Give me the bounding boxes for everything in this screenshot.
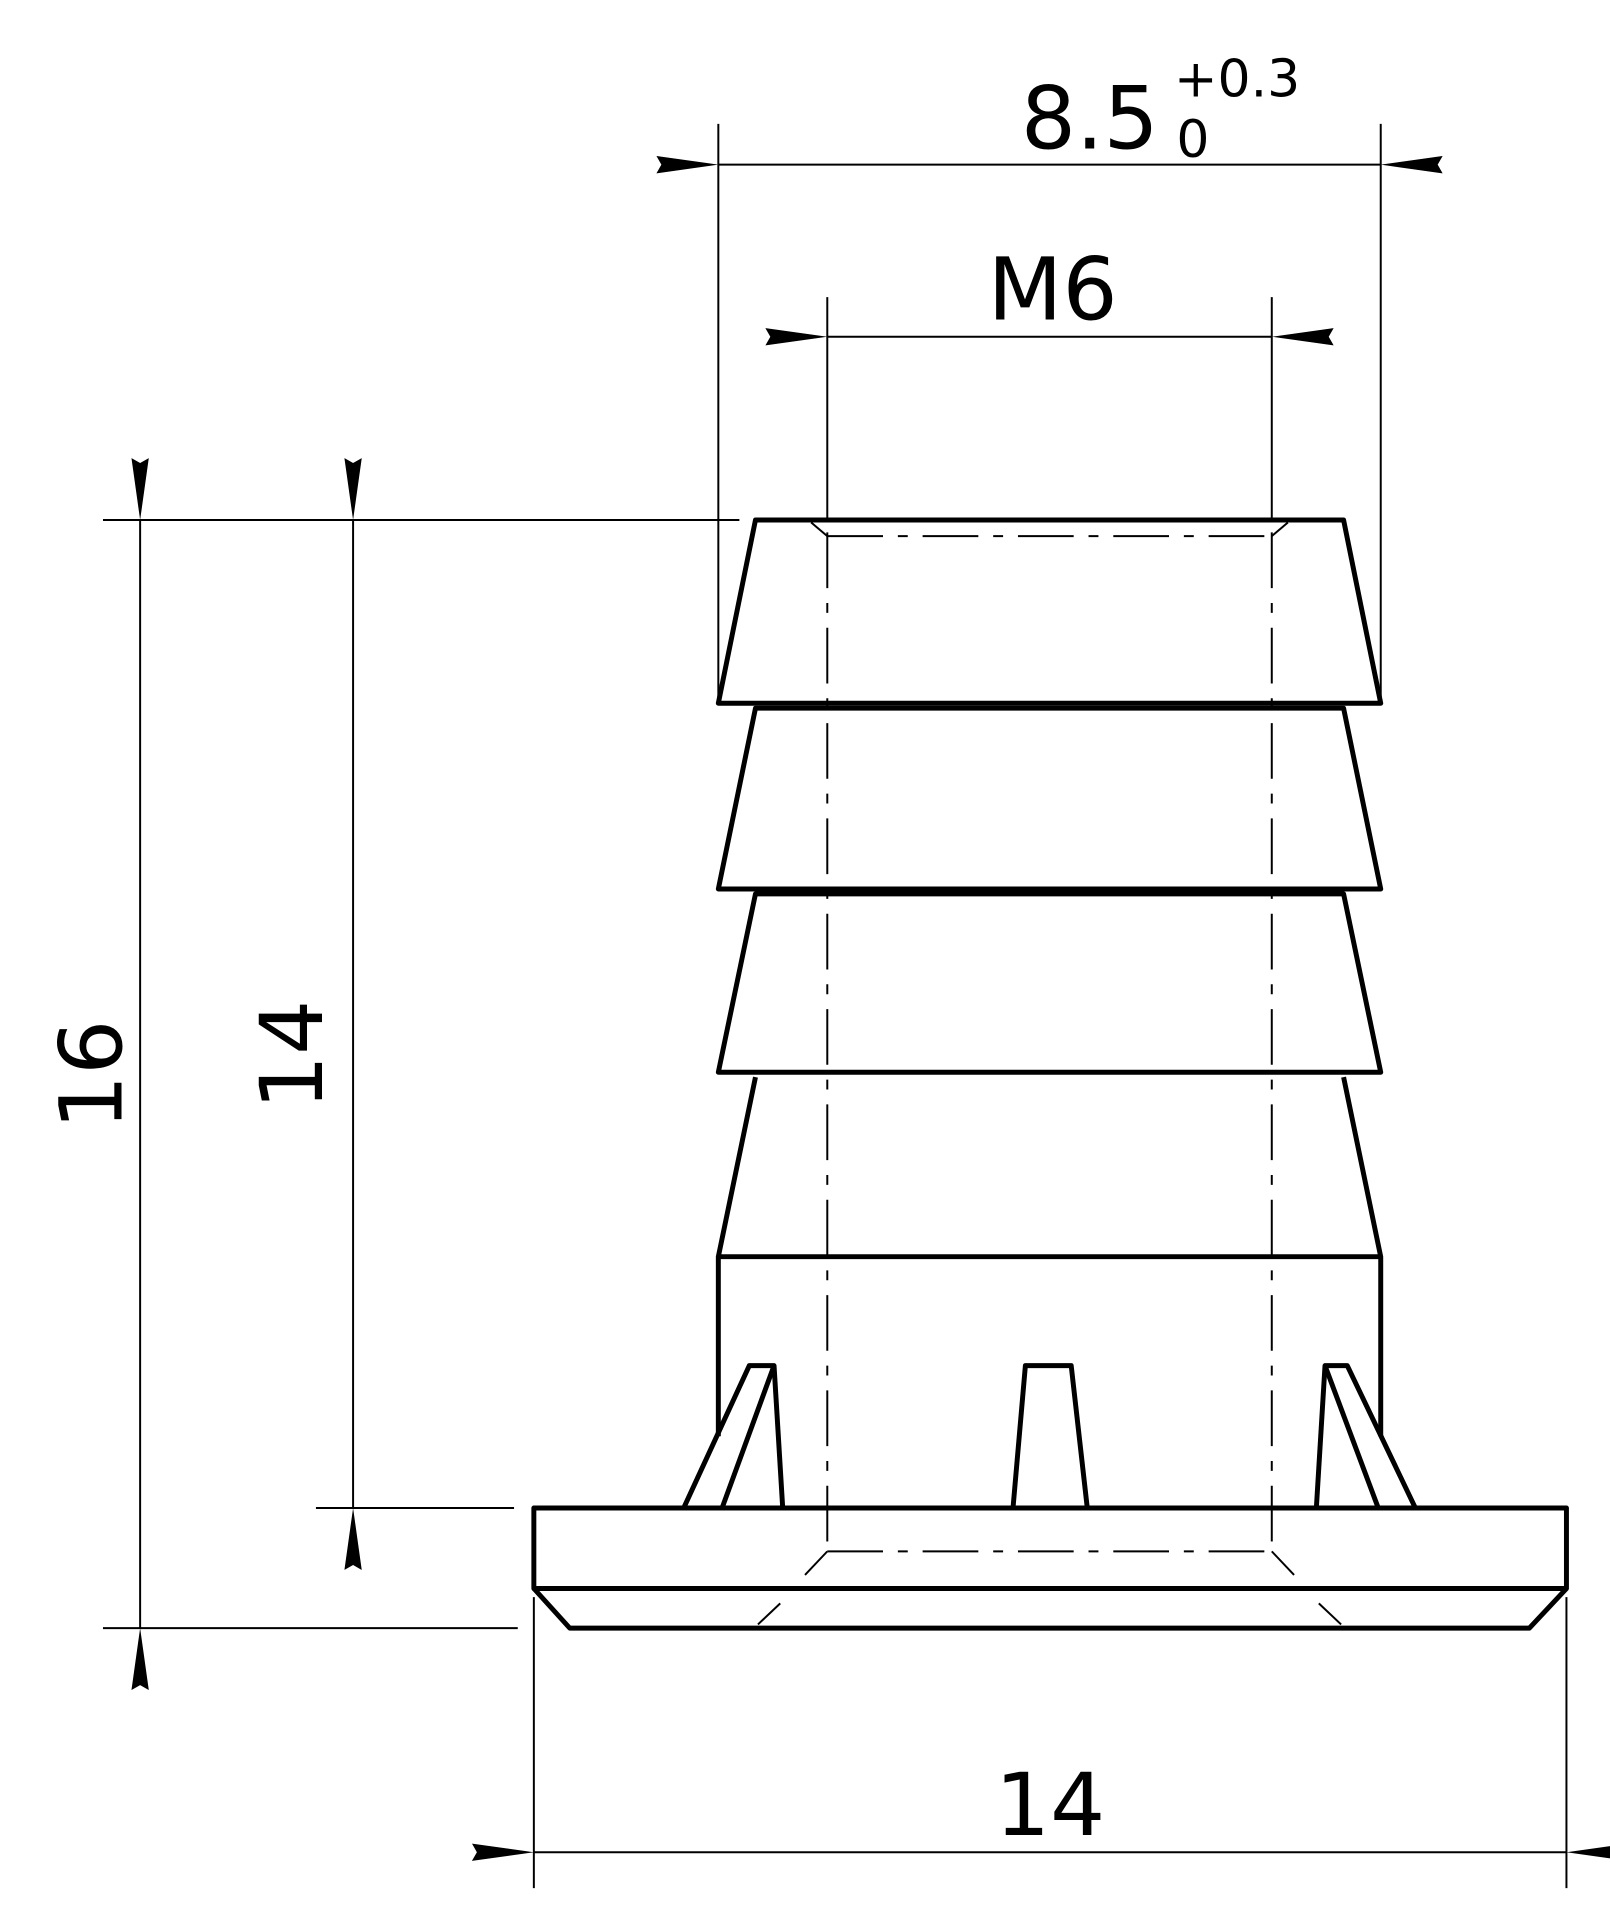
dimension-label-total-height: 16 [43,1020,143,1130]
dimension-label-flange-width: 14 [995,1756,1105,1856]
dimension-total-height: 16 [43,458,740,1691]
plug-body [531,517,1569,1631]
dimension-outer-diameter: 8.5 +0.3 0 [656,50,1443,700]
dimension-body-height: 14 [243,458,515,1570]
dimension-flange-width: 14 [471,1597,1610,1889]
dimension-label-outer: 8.5 [1021,70,1159,170]
tolerance-upper: +0.3 [1174,50,1300,110]
dimension-label-thread: M6 [988,240,1118,340]
tolerance-lower: 0 [1176,110,1209,170]
dimension-label-body-height: 14 [243,1000,343,1110]
dimension-thread: M6 [765,240,1334,521]
